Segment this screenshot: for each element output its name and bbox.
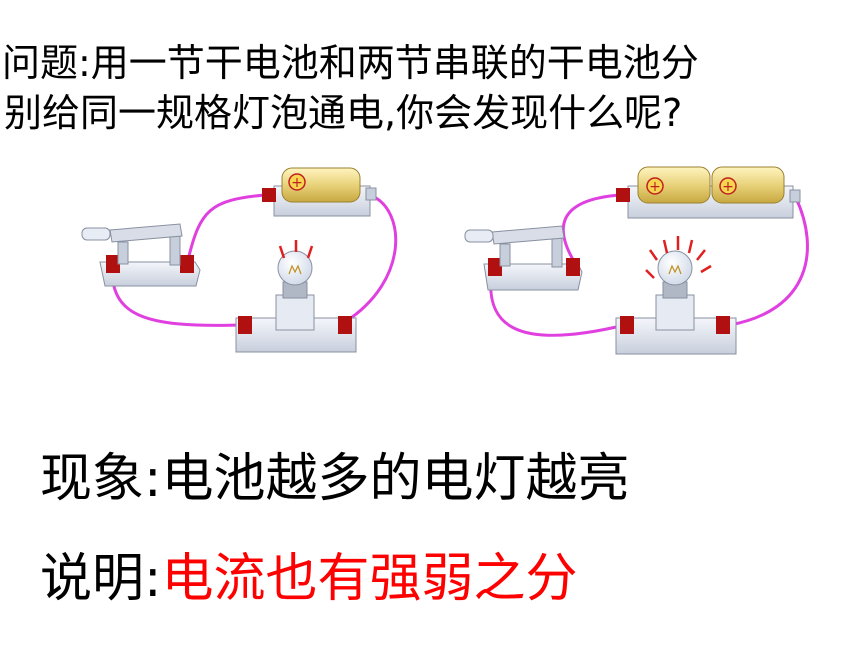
plus-icon: + — [649, 179, 661, 195]
bulb-icon — [657, 250, 693, 286]
terminal — [620, 316, 634, 334]
observation-line: 现象:电池越多的电灯越亮 — [40, 448, 630, 510]
explanation-label: 说明: — [40, 549, 162, 609]
knife-switch — [81, 223, 201, 287]
wire — [344, 194, 398, 324]
wire — [561, 193, 621, 264]
terminal — [338, 316, 352, 334]
right-circuit: + + — [464, 166, 809, 355]
light-ray — [662, 239, 669, 254]
wire — [186, 193, 266, 261]
left-circuit: + — [81, 167, 398, 353]
light-ray — [687, 239, 694, 254]
terminal — [488, 258, 502, 276]
battery-holder: + + — [616, 166, 801, 219]
lamp — [615, 236, 737, 355]
question-line-2: 别给同一规格灯泡通电,你会发现什么呢? — [4, 91, 683, 135]
switch-handle — [464, 229, 494, 243]
explanation-line: 说明:电流也有强弱之分 — [40, 548, 578, 610]
terminal — [616, 188, 630, 202]
light-ray — [278, 245, 286, 259]
light-ray — [645, 269, 655, 279]
light-ray — [696, 249, 706, 261]
terminal — [106, 255, 120, 273]
terminal — [262, 188, 276, 202]
observation-label: 现象: — [40, 449, 162, 509]
knife-switch — [464, 225, 583, 291]
terminal — [238, 316, 252, 334]
light-ray — [700, 264, 712, 274]
battery-holder: + — [262, 167, 377, 217]
terminal — [566, 258, 580, 276]
terminal — [180, 255, 194, 273]
question-line-1: 问题:用一节干电池和两节串联的干电池分 — [2, 41, 699, 85]
lamp — [235, 240, 357, 353]
plus-icon: + — [291, 175, 303, 191]
observation-text: 电池越多的电灯越亮 — [161, 449, 630, 509]
wire — [729, 197, 809, 327]
plus-icon: + — [722, 179, 734, 195]
light-ray — [306, 245, 314, 259]
terminal — [716, 316, 730, 334]
switch-handle — [81, 227, 111, 241]
explanation-text: 电流也有强弱之分 — [161, 549, 578, 609]
light-ray — [648, 249, 659, 261]
circuit-illustrations: + — [81, 166, 809, 355]
